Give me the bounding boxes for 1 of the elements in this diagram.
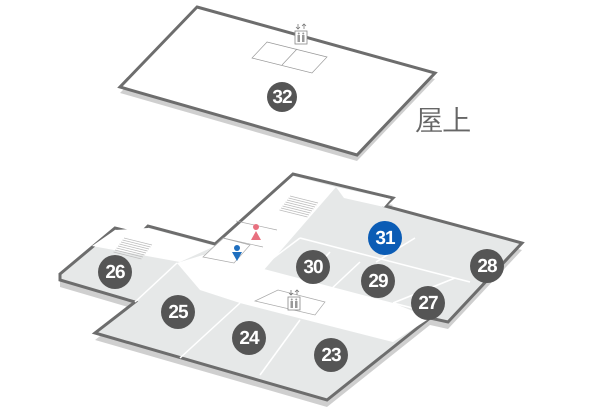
floor-label: 屋上 (415, 107, 471, 135)
